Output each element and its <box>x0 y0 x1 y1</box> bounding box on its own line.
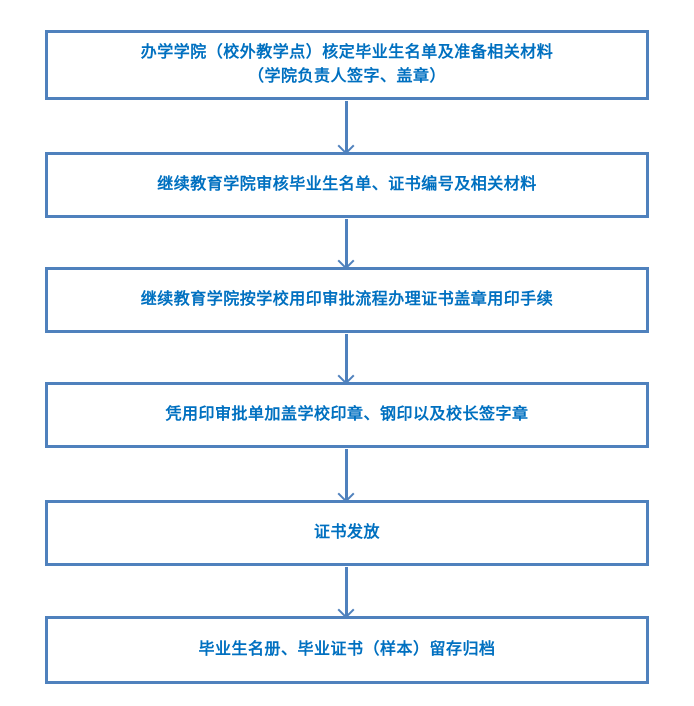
flow-step-1-text-line2: （学院负责人签字、盖章） <box>247 68 446 85</box>
down-arrow-icon <box>345 334 348 382</box>
flow-step-4: 凭用印审批单加盖学校印章、钢印以及校长签字章 <box>45 382 649 448</box>
flow-step-5-text: 证书发放 <box>313 524 380 541</box>
flow-step-6-text: 毕业生名册、毕业证书（样本）留存归档 <box>198 641 496 658</box>
down-arrow-icon <box>345 449 348 500</box>
flow-step-1-text-line1: 办学学院（校外教学点）核定毕业生名单及准备相关材料 <box>140 44 554 61</box>
down-arrow-icon <box>345 567 348 616</box>
flow-step-3-text: 继续教育学院按学校用印审批流程办理证书盖章用印手续 <box>140 291 554 308</box>
down-arrow-icon <box>345 219 348 267</box>
flow-step-2: 继续教育学院审核毕业生名单、证书编号及相关材料 <box>45 152 649 218</box>
flow-step-4-text: 凭用印审批单加盖学校印章、钢印以及校长签字章 <box>165 406 529 423</box>
flow-step-3: 继续教育学院按学校用印审批流程办理证书盖章用印手续 <box>45 267 649 333</box>
flow-step-6: 毕业生名册、毕业证书（样本）留存归档 <box>45 616 649 684</box>
flow-step-5: 证书发放 <box>45 500 649 566</box>
flow-step-2-text: 继续教育学院审核毕业生名单、证书编号及相关材料 <box>157 176 537 193</box>
flow-step-1: 办学学院（校外教学点）核定毕业生名单及准备相关材料 （学院负责人签字、盖章） <box>45 30 649 100</box>
down-arrow-icon <box>345 101 348 152</box>
